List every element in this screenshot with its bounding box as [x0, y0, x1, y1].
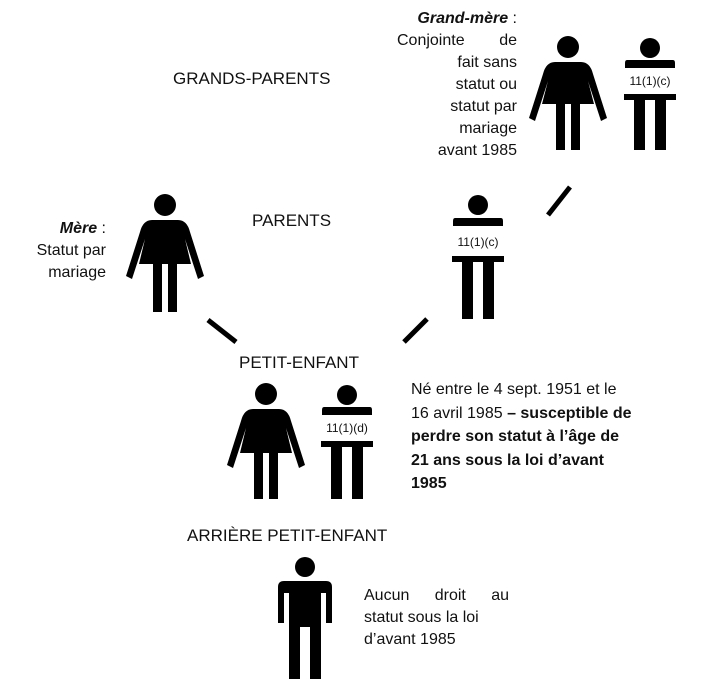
- grandmother-line: Conjointe de: [397, 32, 517, 49]
- grandchild-male-icon: 11(1)(d): [321, 385, 373, 499]
- grandmother-line: avant 1985: [437, 142, 517, 159]
- grandchild-female-icon: [227, 383, 305, 499]
- generation-label-grandchild: PETIT-ENFANT: [239, 353, 359, 372]
- grandmother-line: statut ou: [455, 76, 517, 93]
- connector-mother-to-grandchild: [206, 318, 238, 344]
- grandchild-note-line: Né entre le 4 sept. 1951 et le: [411, 381, 617, 398]
- grandchild-note-line: 21 ans sous la loi d’avant: [411, 451, 604, 469]
- grandchild-male-code: 11(1)(d): [326, 421, 368, 435]
- grandmother-line: mariage: [459, 120, 517, 137]
- father-icon: 11(1)(c): [452, 195, 504, 319]
- grandmother-icon: [529, 36, 607, 150]
- grandchild-note-line: 1985: [411, 475, 447, 492]
- grandchild-note-dates: 16 avril 1985: [411, 404, 508, 422]
- grandmother-line: fait sans: [457, 54, 517, 71]
- grandmother-description: Grand-mère : Conjointe de fait sans stat…: [372, 8, 517, 162]
- grandfather-icon: 11(1)(c): [624, 38, 676, 150]
- mother-line: mariage: [48, 264, 106, 281]
- mother-icon: [126, 194, 204, 312]
- grandfather-code: 11(1)(c): [629, 74, 670, 88]
- great-grandchild-note-line: Aucun droit au: [364, 587, 509, 604]
- great-grandchild-note-line: statut sous la loi: [364, 609, 479, 626]
- connector-father-to-grandchild: [402, 317, 429, 344]
- generation-label-grandparents: GRANDS-PARENTS: [173, 69, 331, 88]
- grandchild-note-bold: – susceptible de: [507, 404, 632, 422]
- great-grandchild-note-line: d’avant 1985: [364, 631, 456, 648]
- father-code: 11(1)(c): [457, 235, 498, 249]
- mother-line: Statut par: [36, 242, 106, 259]
- grandmother-title: Grand-mère: [417, 10, 509, 27]
- grandchild-note-line: 16 avril 1985 – susceptible de: [411, 402, 706, 426]
- grandchild-note: Né entre le 4 sept. 1951 et le 16 avril …: [411, 378, 706, 496]
- grandchild-note-line: perdre son statut à l’âge de: [411, 428, 620, 445]
- mother-title: Mère: [59, 220, 98, 237]
- mother-title-sep: :: [97, 220, 106, 237]
- great-grandchild-note: Aucun droit au statut sous la loi d’avan…: [364, 585, 509, 651]
- great-grandchild-icon: [278, 557, 332, 679]
- grandmother-line: statut par: [450, 98, 517, 115]
- grandmother-title-sep: :: [508, 10, 517, 27]
- mother-description: Mère : Statut par mariage: [6, 218, 106, 284]
- generation-label-great-grandchild: ARRIÈRE PETIT-ENFANT: [187, 526, 388, 545]
- connector-grandmother-to-father: [546, 185, 572, 217]
- generation-label-parents: PARENTS: [252, 211, 332, 230]
